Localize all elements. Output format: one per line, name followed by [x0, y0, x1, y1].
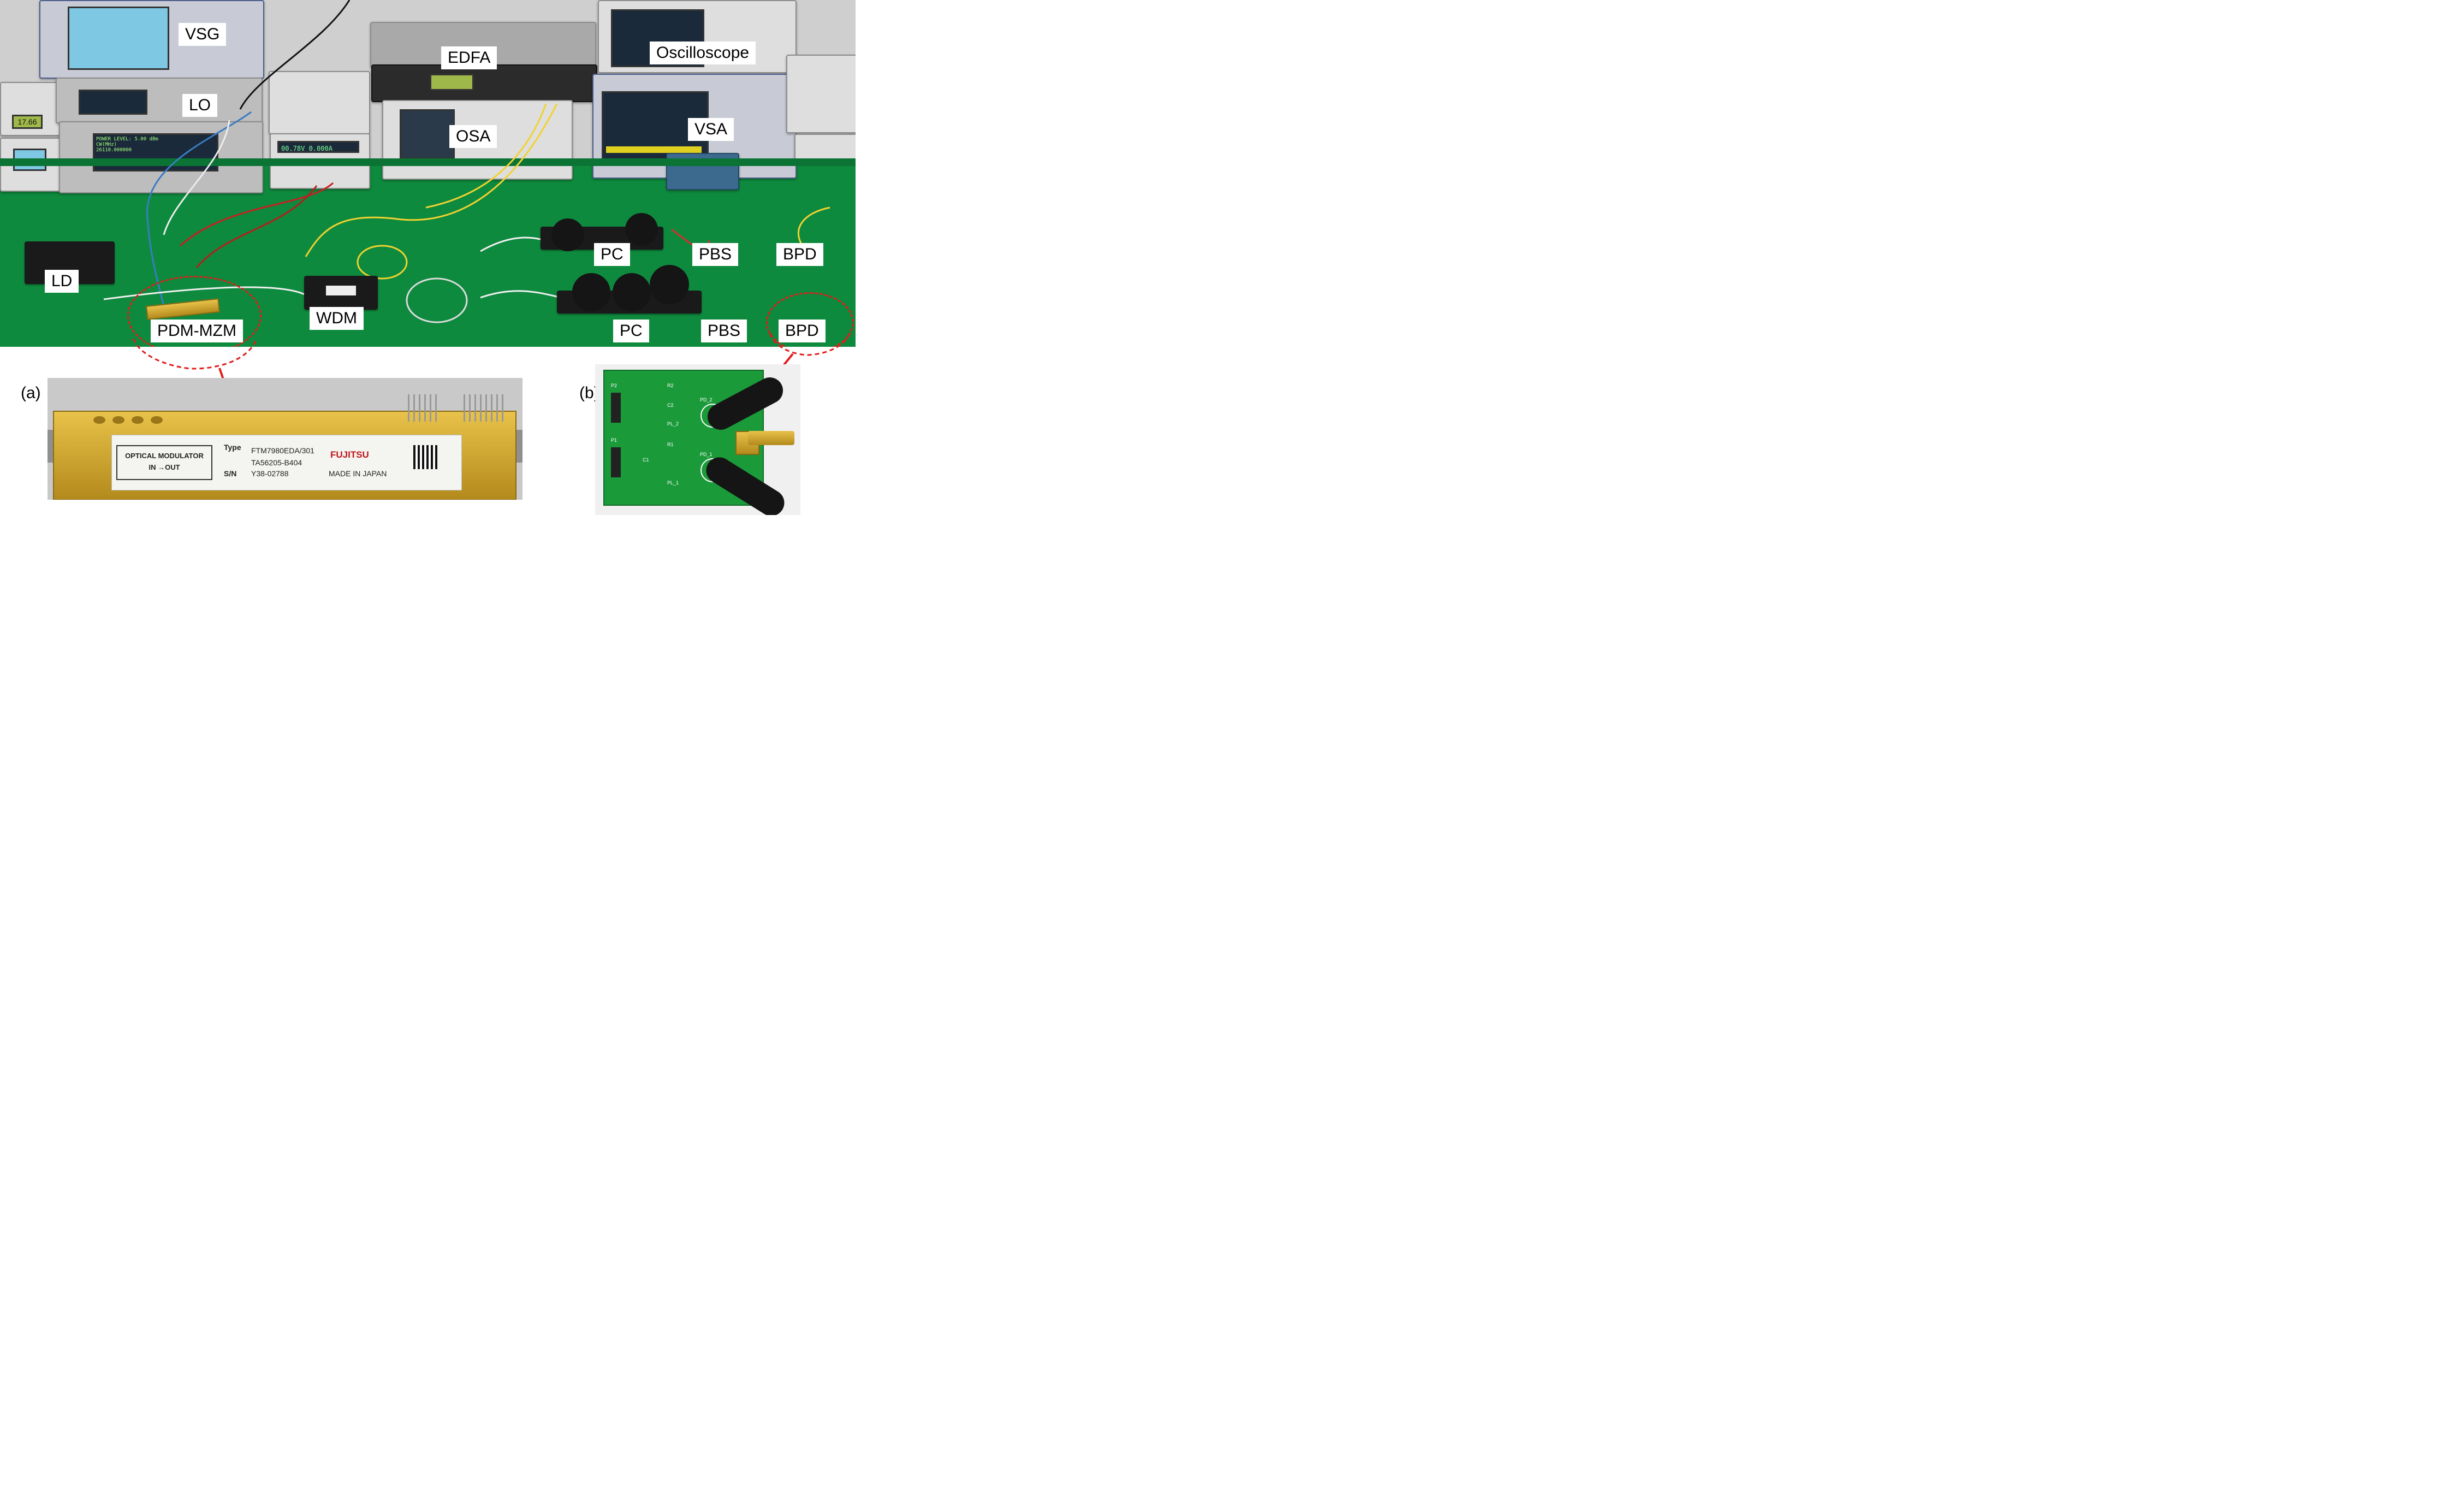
panel-a-modulator-photo: OPTICAL MODULATOR IN →OUT Type FTM7980ED… — [48, 378, 523, 500]
pc-bottom-paddle-3 — [650, 265, 689, 304]
panel-b-silk-c1: C1 — [643, 457, 649, 463]
panel-a-sticker-line1: OPTICAL MODULATOR — [125, 452, 204, 460]
label-lo: LO — [182, 94, 218, 117]
panel-b-silk-p1: P1 — [611, 437, 618, 443]
panel-a-brand-logo: FUJITSU — [330, 449, 369, 460]
vsa-spectrum-trace — [606, 146, 702, 153]
pc-bottom-paddle-2 — [613, 273, 651, 311]
label-osa: OSA — [449, 125, 497, 148]
psu-display: 00.78V 0.000A — [277, 141, 359, 153]
panel-a-mount-hole-2 — [112, 416, 124, 424]
bpd-ellipse-lower — [769, 333, 851, 356]
panel-b-silk-pd2: PD_2 — [700, 397, 713, 403]
blue-rf-cable — [146, 111, 252, 306]
label-pc-bottom: PC — [613, 320, 649, 342]
meter-display: 17.66 — [12, 115, 43, 129]
label-vsg: VSG — [179, 23, 227, 46]
panel-a-letter: (a) — [21, 384, 41, 402]
panel-a-modulator-body: OPTICAL MODULATOR IN →OUT Type FTM7980ED… — [53, 411, 516, 500]
panel-a-mount-hole-1 — [93, 416, 105, 424]
label-pc-top: PC — [594, 243, 630, 266]
panel-b-silk-c2: C2 — [667, 403, 674, 408]
yellow-fiber — [305, 103, 558, 257]
panel-b-silk-pl2: PL_2 — [667, 421, 679, 427]
panel-a-mount-hole-4 — [151, 416, 163, 424]
label-oscilloscope: Oscilloscope — [650, 42, 756, 64]
panel-b-silk-r2: R2 — [667, 383, 674, 388]
panel-a-made-in: MADE IN JAPAN — [329, 469, 387, 478]
panel-a-pins-right — [464, 394, 506, 422]
label-ld: LD — [45, 270, 79, 293]
panel-a-sticker: OPTICAL MODULATOR IN →OUT Type FTM7980ED… — [111, 435, 462, 490]
lo-display-line2: CW(MHz) — [96, 142, 117, 147]
panel-a-inout-box: OPTICAL MODULATOR IN →OUT — [116, 445, 212, 480]
label-vsa: VSA — [688, 118, 734, 141]
power-supply-upper — [269, 71, 370, 134]
label-pbs-bottom: PBS — [701, 320, 747, 342]
pc-top-paddle-2 — [625, 213, 658, 246]
osa-screen — [400, 109, 455, 159]
panel-b-silk-p2: P2 — [611, 383, 618, 388]
panel-b-header-p1 — [611, 447, 621, 477]
cables-layer — [103, 0, 830, 323]
label-edfa: EDFA — [441, 46, 497, 69]
panel-a-pins-left — [408, 394, 438, 422]
bench-edge — [0, 158, 856, 166]
panel-a-sn-value: Y38-02788 — [251, 469, 289, 478]
lo-display-line1: POWER LEVEL: 5.00 dBm — [96, 137, 158, 142]
label-pbs-top: PBS — [692, 243, 739, 266]
right-edge-instrument — [786, 55, 856, 133]
lo-display-line3: 26110.000000 — [96, 147, 132, 153]
panel-a-sticker-line2: IN →OUT — [149, 463, 180, 471]
pdm-mzm-ellipse-lower — [132, 338, 258, 370]
panel-b-silk-pd1: PD_1 — [700, 452, 713, 457]
panel-b-silk-r1: R1 — [667, 442, 674, 447]
yellow-fiber-2 — [425, 103, 547, 209]
panel-b-bpd-board-photo: P2 R2 C2 PL_2 PD_2 P1 R1 C1 PL_1 PD_1 — [595, 364, 800, 515]
black-rf-cable — [239, 0, 351, 110]
panel-b-sma-barrel — [748, 431, 794, 445]
edfa-instrument — [371, 64, 597, 102]
red-dc-cable — [180, 182, 334, 247]
panel-a-type-value2: TA56205-B404 — [251, 458, 302, 467]
pc-top-paddle-1 — [551, 218, 584, 251]
label-bpd-top: BPD — [776, 243, 823, 266]
lab-setup-photo: 17.66 POWER LEVEL: 5.00 dBm CW(MHz) 2611… — [0, 0, 856, 347]
lo-upper-screen — [79, 90, 147, 115]
edfa-display — [430, 74, 474, 91]
vsg-screen — [68, 7, 169, 70]
pdm-mzm-highlight-ellipse — [127, 276, 262, 347]
panel-b-header-p2 — [611, 393, 621, 423]
panel-a-type-value: FTM7980EDA/301 — [251, 446, 314, 455]
gray-fiber-coil — [406, 277, 468, 323]
yellow-fiber-coil — [357, 245, 408, 280]
yellow-fiber-bpd — [797, 206, 830, 246]
meter-instrument: 17.66 — [0, 82, 61, 136]
label-pdm-mzm: PDM-MZM — [151, 320, 243, 342]
white-fiber-pc-bottom — [480, 290, 563, 299]
red-dc-cable-2 — [195, 185, 318, 268]
panel-a-type-label: Type — [224, 443, 241, 452]
pc-bottom-paddle-1 — [572, 273, 610, 311]
panel-a-qr-code — [413, 445, 437, 469]
label-wdm: WDM — [310, 307, 364, 330]
wdm-device — [304, 276, 378, 310]
lo-instrument — [56, 78, 263, 123]
panel-b-silk-pl1: PL_1 — [667, 480, 679, 486]
gray-rf-cable — [163, 120, 230, 235]
bpd-highlight-ellipse — [766, 292, 854, 347]
panel-a-sn-label: S/N — [224, 469, 237, 478]
wdm-sticker — [326, 286, 356, 295]
panel-a-mount-hole-3 — [132, 416, 144, 424]
